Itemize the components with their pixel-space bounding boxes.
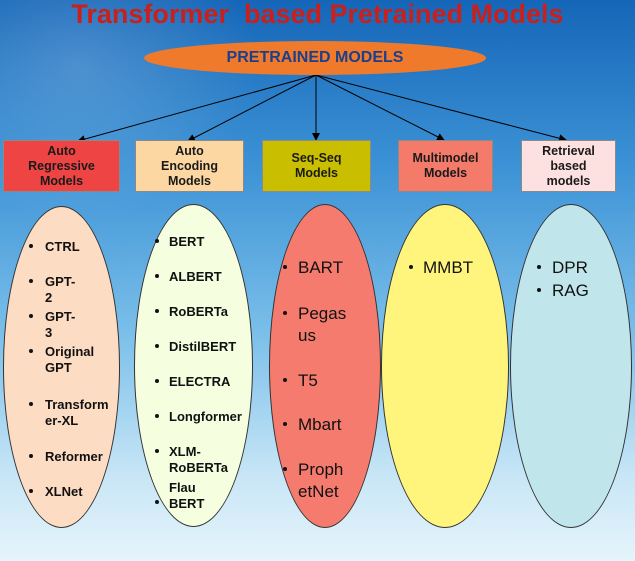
category-box-retrieval: Retrieval based models [521, 140, 616, 192]
list-item: BART [283, 257, 343, 279]
list-item: DPR [537, 257, 588, 279]
arrow-multimodel [315, 74, 445, 141]
category-box-auto-encoding: Auto Encoding Models [135, 140, 244, 192]
list-item: T5 [283, 370, 318, 392]
list-item: BERT [155, 234, 204, 250]
list-item: MMBT [409, 257, 473, 279]
list-item: RAG [537, 280, 589, 302]
list-item: Proph etNet [283, 459, 343, 503]
oval-auto-encoding [134, 204, 253, 527]
slide-title: Transformer based Pretrained Models [71, 0, 564, 29]
list-item: ALBERT [155, 269, 222, 285]
oval-auto-regressive [3, 206, 120, 528]
list-item: GPT-3 [29, 309, 75, 341]
oval-retrieval [510, 204, 632, 528]
list-item: DistilBERT [155, 339, 236, 355]
list-item: Longformer [155, 409, 242, 425]
list-item: Flau BERT [155, 480, 204, 512]
category-box-seq-seq: Seq-Seq Models [262, 140, 371, 192]
arrow-auto-encoding [187, 74, 317, 142]
list-item: Pegas us [283, 303, 346, 347]
arrow-retrieval [315, 74, 567, 143]
category-box-multimodel: Multimodel Models [398, 140, 493, 192]
list-item: CTRL [29, 239, 80, 255]
list-item: RoBERTa [155, 304, 228, 320]
arrow-auto-regressive [77, 74, 317, 143]
oval-seq-seq [269, 204, 381, 528]
list-item: XLNet [29, 484, 83, 500]
list-item: Transform er-XL [29, 397, 109, 429]
list-item: Mbart [283, 414, 341, 436]
list-item: Reformer [29, 449, 103, 465]
root-node: PRETRAINED MODELS [144, 41, 486, 75]
list-item: ELECTRA [155, 374, 230, 390]
oval-multimodel [381, 204, 509, 528]
list-item: Original GPT [29, 344, 94, 376]
category-box-auto-regressive: Auto Regressive Models [3, 140, 120, 192]
list-item: GPT-2 [29, 274, 75, 306]
list-item: XLM- RoBERTa [155, 444, 228, 476]
